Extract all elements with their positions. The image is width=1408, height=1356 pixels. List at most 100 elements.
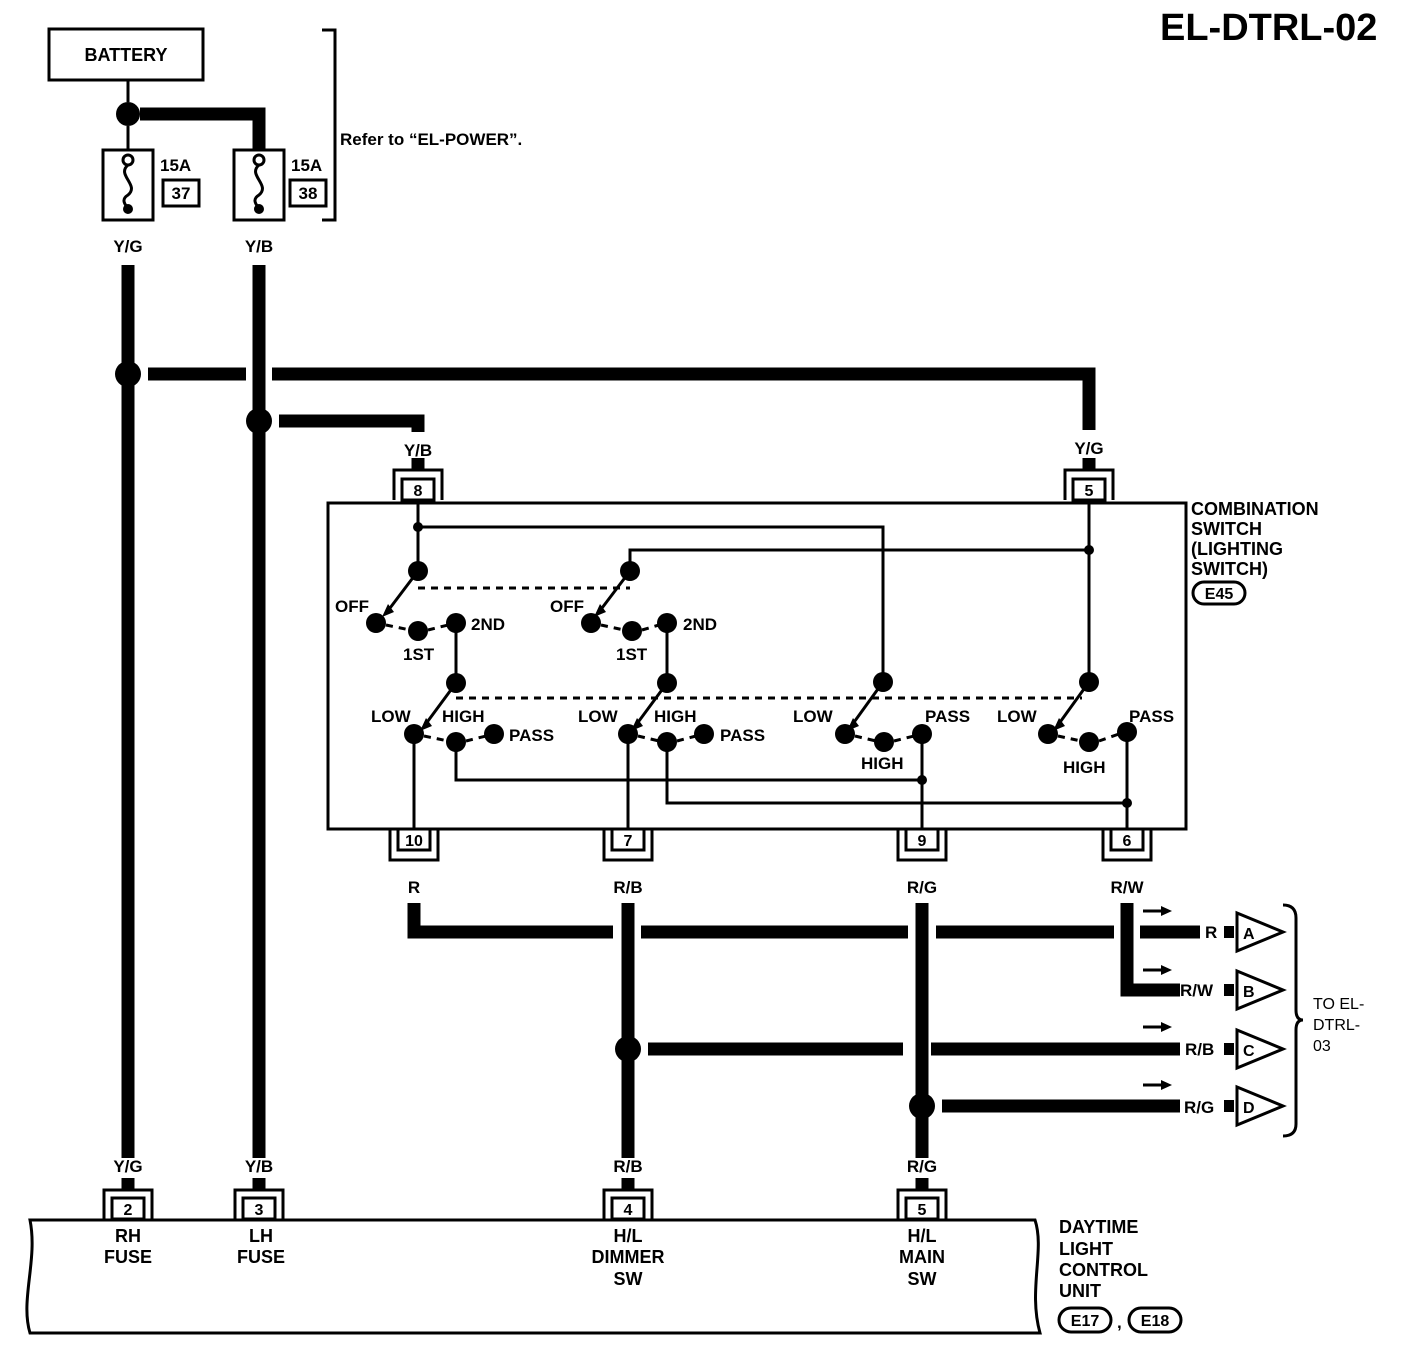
refer-note: Refer to “EL-POWER”. xyxy=(340,130,522,149)
pin8-num: 8 xyxy=(414,483,423,500)
unit-conn2-oval xyxy=(1127,1306,1183,1334)
conn-d-stub xyxy=(1224,1100,1234,1112)
unit-pin4-num: 4 xyxy=(624,1202,633,1219)
unit-conn1: E17 xyxy=(1071,1313,1100,1330)
conn-b-letter: B xyxy=(1243,984,1255,1001)
rb-junction xyxy=(615,1036,641,1062)
to-ref-brace xyxy=(1282,903,1304,1138)
sw3-pass-label: PASS xyxy=(925,707,970,726)
pin6-num: 6 xyxy=(1123,833,1132,850)
combo-name-1: COMBINATION xyxy=(1191,499,1319,519)
unit-pin4-label-2: DIMMER xyxy=(592,1247,665,1267)
pin5-num: 5 xyxy=(1085,483,1094,500)
conn-c-triangle xyxy=(1235,1027,1287,1071)
sw2-off-label: OFF xyxy=(550,597,584,616)
unit-pin5-label-3: SW xyxy=(908,1269,937,1289)
unit-pin3-wire: Y/B xyxy=(245,1157,273,1176)
unit-pin4-wire: R/B xyxy=(613,1157,642,1176)
conn-c-letter: C xyxy=(1243,1043,1255,1060)
conn-b-triangle xyxy=(1235,968,1287,1012)
unit-pin3-num: 3 xyxy=(255,1202,264,1219)
conn-d-letter: D xyxy=(1243,1100,1255,1117)
sw1-1st-label: 1ST xyxy=(403,645,435,664)
unit-pin2-label-1: RH xyxy=(115,1226,141,1246)
battery-label: BATTERY xyxy=(85,45,168,65)
fuse-37-amp: 15A xyxy=(160,156,191,175)
yb-junction xyxy=(246,408,272,434)
sw2-2nd-label: 2ND xyxy=(683,615,717,634)
unit-conn2: E18 xyxy=(1141,1313,1170,1330)
pin5-wire-label: Y/G xyxy=(1074,439,1103,458)
sw1-low-label: LOW xyxy=(371,707,412,726)
sw4-high-label: HIGH xyxy=(1063,758,1106,777)
unit-conn-sep: , xyxy=(1117,1313,1122,1332)
wire-r-a xyxy=(407,903,613,939)
sw3-low-label: LOW xyxy=(793,707,834,726)
fuse-37-num-box xyxy=(161,178,201,208)
pin5-box xyxy=(1071,477,1107,502)
unit-name-1: DAYTIME xyxy=(1059,1217,1138,1237)
unit-pin2-connector xyxy=(102,1188,154,1221)
pin5-connector xyxy=(1063,468,1115,500)
combo-name-2: SWITCH xyxy=(1191,519,1262,539)
conn-c-wire: R/B xyxy=(1185,1040,1214,1059)
unit-pin4-label-3: SW xyxy=(614,1269,643,1289)
pin9-wire-label: R/G xyxy=(907,878,937,897)
pin9-connector xyxy=(896,827,948,862)
sw2-1st-label: 1ST xyxy=(616,645,648,664)
conn-a-stub xyxy=(1224,926,1234,938)
unit-pin4-connector xyxy=(602,1188,654,1221)
pin8-wire-label: Y/B xyxy=(404,441,432,460)
unit-pin2-num: 2 xyxy=(124,1202,133,1219)
battery-junction xyxy=(116,102,140,126)
rg-junction xyxy=(909,1093,935,1119)
fuse-37-num: 37 xyxy=(172,184,191,203)
unit-pin2-label-2: FUSE xyxy=(104,1247,152,1267)
pin8-connector xyxy=(392,468,444,500)
conn-a-triangle xyxy=(1235,910,1287,954)
fuse-37-wire-label: Y/G xyxy=(113,237,142,256)
combination-switch-box xyxy=(326,501,1188,831)
fuse-37 xyxy=(101,148,155,222)
unit-pin3-label-1: LH xyxy=(249,1226,273,1246)
sw4-low-label: LOW xyxy=(997,707,1038,726)
pin5-to-sw2 xyxy=(628,548,1089,571)
unit-name-4: UNIT xyxy=(1059,1281,1101,1301)
yg-branch-b xyxy=(272,367,1096,430)
pin7-connector xyxy=(602,827,654,862)
sw3-high-label: HIGH xyxy=(861,754,904,773)
sw2-high-label: HIGH xyxy=(654,707,697,726)
conn-a-wire: R xyxy=(1205,923,1217,942)
page-title: EL-DTRL-02 xyxy=(1160,7,1377,49)
sw1-off-label: OFF xyxy=(335,597,369,616)
combo-name-4: SWITCH) xyxy=(1191,559,1268,579)
refer-bracket xyxy=(322,28,337,222)
pin10-connector xyxy=(388,827,440,862)
pin8-to-sw3 xyxy=(418,525,885,682)
conn-d-wire: R/G xyxy=(1184,1098,1214,1117)
fuse-38 xyxy=(232,148,286,222)
yg-junction xyxy=(115,361,141,387)
flow-arrows xyxy=(1143,906,1172,1090)
conn-a-letter: A xyxy=(1243,926,1255,943)
unit-pin5-wire: R/G xyxy=(907,1157,937,1176)
sw4-pass-label: PASS xyxy=(1129,707,1174,726)
fuse-38-num: 38 xyxy=(299,184,318,203)
combo-conn-oval xyxy=(1191,580,1247,606)
fuse-37-element xyxy=(122,163,133,210)
unit-pin5-num: 5 xyxy=(918,1202,927,1219)
yb-branch xyxy=(279,414,425,432)
conn-c-stub xyxy=(1224,1043,1234,1055)
unit-name-3: CONTROL xyxy=(1059,1260,1148,1280)
fuse-38-amp: 15A xyxy=(291,156,322,175)
wire-rw xyxy=(1120,903,1180,997)
combo-conn: E45 xyxy=(1205,586,1234,603)
pin8-box xyxy=(400,477,436,502)
unit-pin4-label-1: H/L xyxy=(614,1226,643,1246)
to-ref-2: DTRL- xyxy=(1313,1017,1360,1034)
fuse-38-element xyxy=(253,163,264,210)
to-ref-1: TO EL- xyxy=(1313,996,1364,1013)
combo-name-3: (LIGHTING xyxy=(1191,539,1283,559)
unit-pin3-label-2: FUSE xyxy=(237,1247,285,1267)
